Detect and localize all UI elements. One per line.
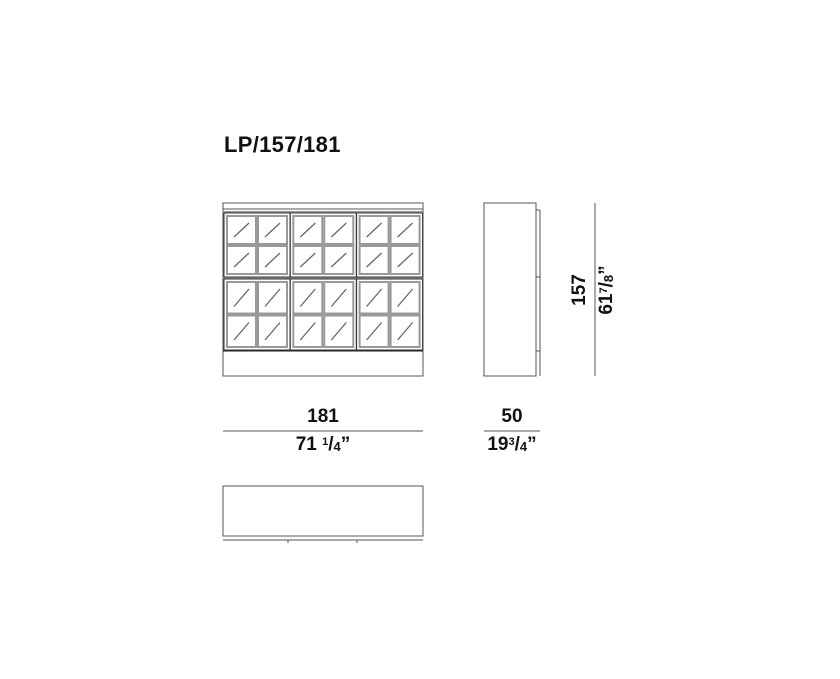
inch-mark: ” xyxy=(596,265,617,275)
glass-pane xyxy=(292,314,324,348)
glass-pane xyxy=(389,215,421,245)
height-cm-label: 157 xyxy=(569,274,590,306)
plan-view xyxy=(222,485,424,543)
glass-reflection-mark xyxy=(299,322,316,341)
depth-inch-label: 193/4” xyxy=(487,434,537,455)
glass-doors xyxy=(223,212,424,351)
side-elevation xyxy=(483,202,541,377)
glass-reflection-mark xyxy=(264,222,281,238)
glass-pane xyxy=(358,281,390,315)
glass-pane xyxy=(226,281,257,315)
glass-reflection-mark xyxy=(330,252,347,268)
glass-reflection-mark xyxy=(330,222,347,238)
glass-pane xyxy=(226,215,257,245)
denominator: 8 xyxy=(601,274,616,283)
front-elevation xyxy=(222,202,424,377)
whole: 71 xyxy=(295,434,317,455)
glass-reflection-mark xyxy=(397,322,414,341)
glass-pane xyxy=(257,215,288,245)
glass-reflection-mark xyxy=(366,222,383,238)
glass-pane xyxy=(226,314,257,348)
glass-pane xyxy=(257,314,288,348)
numerator: 7 xyxy=(598,287,610,294)
numerator: 1 xyxy=(322,436,329,448)
glass-reflection-mark xyxy=(366,252,383,268)
glass-reflection-mark xyxy=(299,288,316,307)
glass-pane xyxy=(323,245,355,275)
inch-mark: ” xyxy=(527,434,537,455)
glass-reflection-mark xyxy=(233,252,250,268)
width-cm-label: 181 xyxy=(307,406,339,427)
denominator: 4 xyxy=(519,439,528,454)
glass-pane xyxy=(257,281,288,315)
glass-reflection-mark xyxy=(366,288,383,307)
glass-reflection-mark xyxy=(330,288,347,307)
product-code-title: LP/157/181 xyxy=(224,132,341,157)
glass-pane xyxy=(323,215,355,245)
glass-reflection-mark xyxy=(299,222,316,238)
numerator: 3 xyxy=(508,436,515,448)
glass-pane xyxy=(358,245,390,275)
glass-pane xyxy=(389,281,421,315)
glass-pane xyxy=(389,314,421,348)
glass-pane xyxy=(358,314,390,348)
glass-pane xyxy=(292,281,324,315)
glass-reflection-mark xyxy=(330,322,347,341)
glass-reflection-mark xyxy=(233,322,250,341)
door xyxy=(356,212,424,278)
width-inch-label: 71 1/4” xyxy=(295,434,351,455)
glass-reflection-mark xyxy=(264,252,281,268)
glass-pane xyxy=(323,281,355,315)
glass-reflection-mark xyxy=(397,288,414,307)
glass-reflection-mark xyxy=(264,288,281,307)
side-outline xyxy=(483,202,537,377)
whole: 61 xyxy=(596,293,617,315)
glass-reflection-mark xyxy=(366,322,383,341)
depth-cm-label: 50 xyxy=(501,406,523,427)
glass-reflection-mark xyxy=(233,288,250,307)
inch-mark: ” xyxy=(340,434,351,455)
whole: 19 xyxy=(487,434,509,455)
glass-reflection-mark xyxy=(264,322,281,341)
glass-pane xyxy=(323,314,355,348)
glass-pane xyxy=(389,245,421,275)
denominator: 4 xyxy=(333,439,341,454)
glass-reflection-mark xyxy=(233,222,250,238)
door xyxy=(356,278,424,351)
glass-reflection-mark xyxy=(299,252,316,268)
glass-pane xyxy=(226,245,257,275)
glass-pane xyxy=(257,245,288,275)
glass-pane xyxy=(292,245,324,275)
height-inch-label: 617/8” xyxy=(596,265,617,315)
glass-reflection-mark xyxy=(397,252,414,268)
glass-reflection-mark xyxy=(397,222,414,238)
glass-pane xyxy=(358,215,390,245)
glass-pane xyxy=(292,215,324,245)
